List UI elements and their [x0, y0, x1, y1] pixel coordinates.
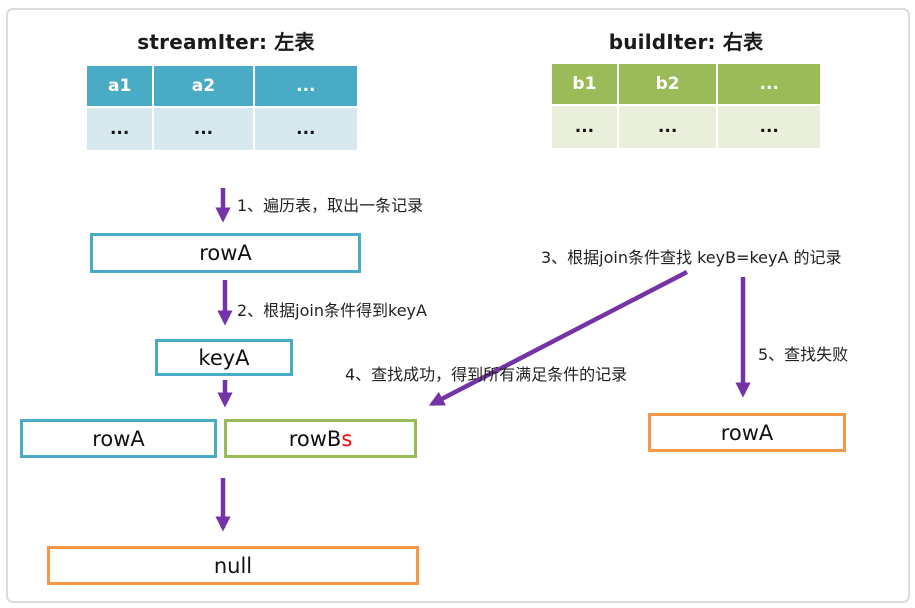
rowB-plural-s: s	[341, 426, 353, 451]
rowB-label: rowB	[288, 426, 342, 451]
header-cell: ...	[254, 66, 357, 106]
rowA-top-box: rowA	[90, 233, 361, 273]
build-iter-title: buildIter: 右表	[608, 30, 764, 54]
step4-label: 4、查找成功，得到所有满足条件的记录	[345, 365, 628, 384]
diagram-border-frame	[6, 8, 910, 603]
table-data-row: ... ... ...	[552, 106, 820, 148]
step1-label: 1、遍历表，取出一条记录	[237, 196, 424, 215]
step2-label: 2、根据join条件得到keyA	[237, 301, 427, 320]
data-cell: ...	[154, 108, 253, 150]
table-data-row: ... ... ...	[87, 108, 357, 150]
data-cell: ...	[718, 106, 820, 148]
header-cell: a2	[154, 66, 253, 106]
table-header-row: a1 a2 ...	[87, 66, 357, 106]
rowA-left-box: rowA	[20, 419, 217, 458]
data-cell: ...	[618, 106, 717, 148]
data-cell: ...	[552, 106, 617, 148]
header-cell: ...	[718, 64, 820, 104]
null-box: null	[47, 546, 419, 585]
keyA-box: keyA	[155, 339, 293, 376]
build-iter-table: b1 b2 ... ... ... ...	[552, 64, 820, 148]
step5-label: 5、查找失败	[758, 345, 849, 364]
stream-iter-table: a1 a2 ... ... ... ...	[87, 66, 357, 150]
rowA-right-box: rowA	[648, 413, 846, 452]
data-cell: ...	[87, 108, 153, 150]
header-cell: a1	[87, 66, 153, 106]
header-cell: b2	[618, 64, 717, 104]
stream-iter-title: streamIter: 左表	[137, 30, 315, 54]
data-cell: ...	[254, 108, 357, 150]
table-header-row: b1 b2 ...	[552, 64, 820, 104]
step3-label: 3、根据join条件查找 keyB=keyA 的记录	[541, 248, 842, 267]
header-cell: b1	[552, 64, 617, 104]
